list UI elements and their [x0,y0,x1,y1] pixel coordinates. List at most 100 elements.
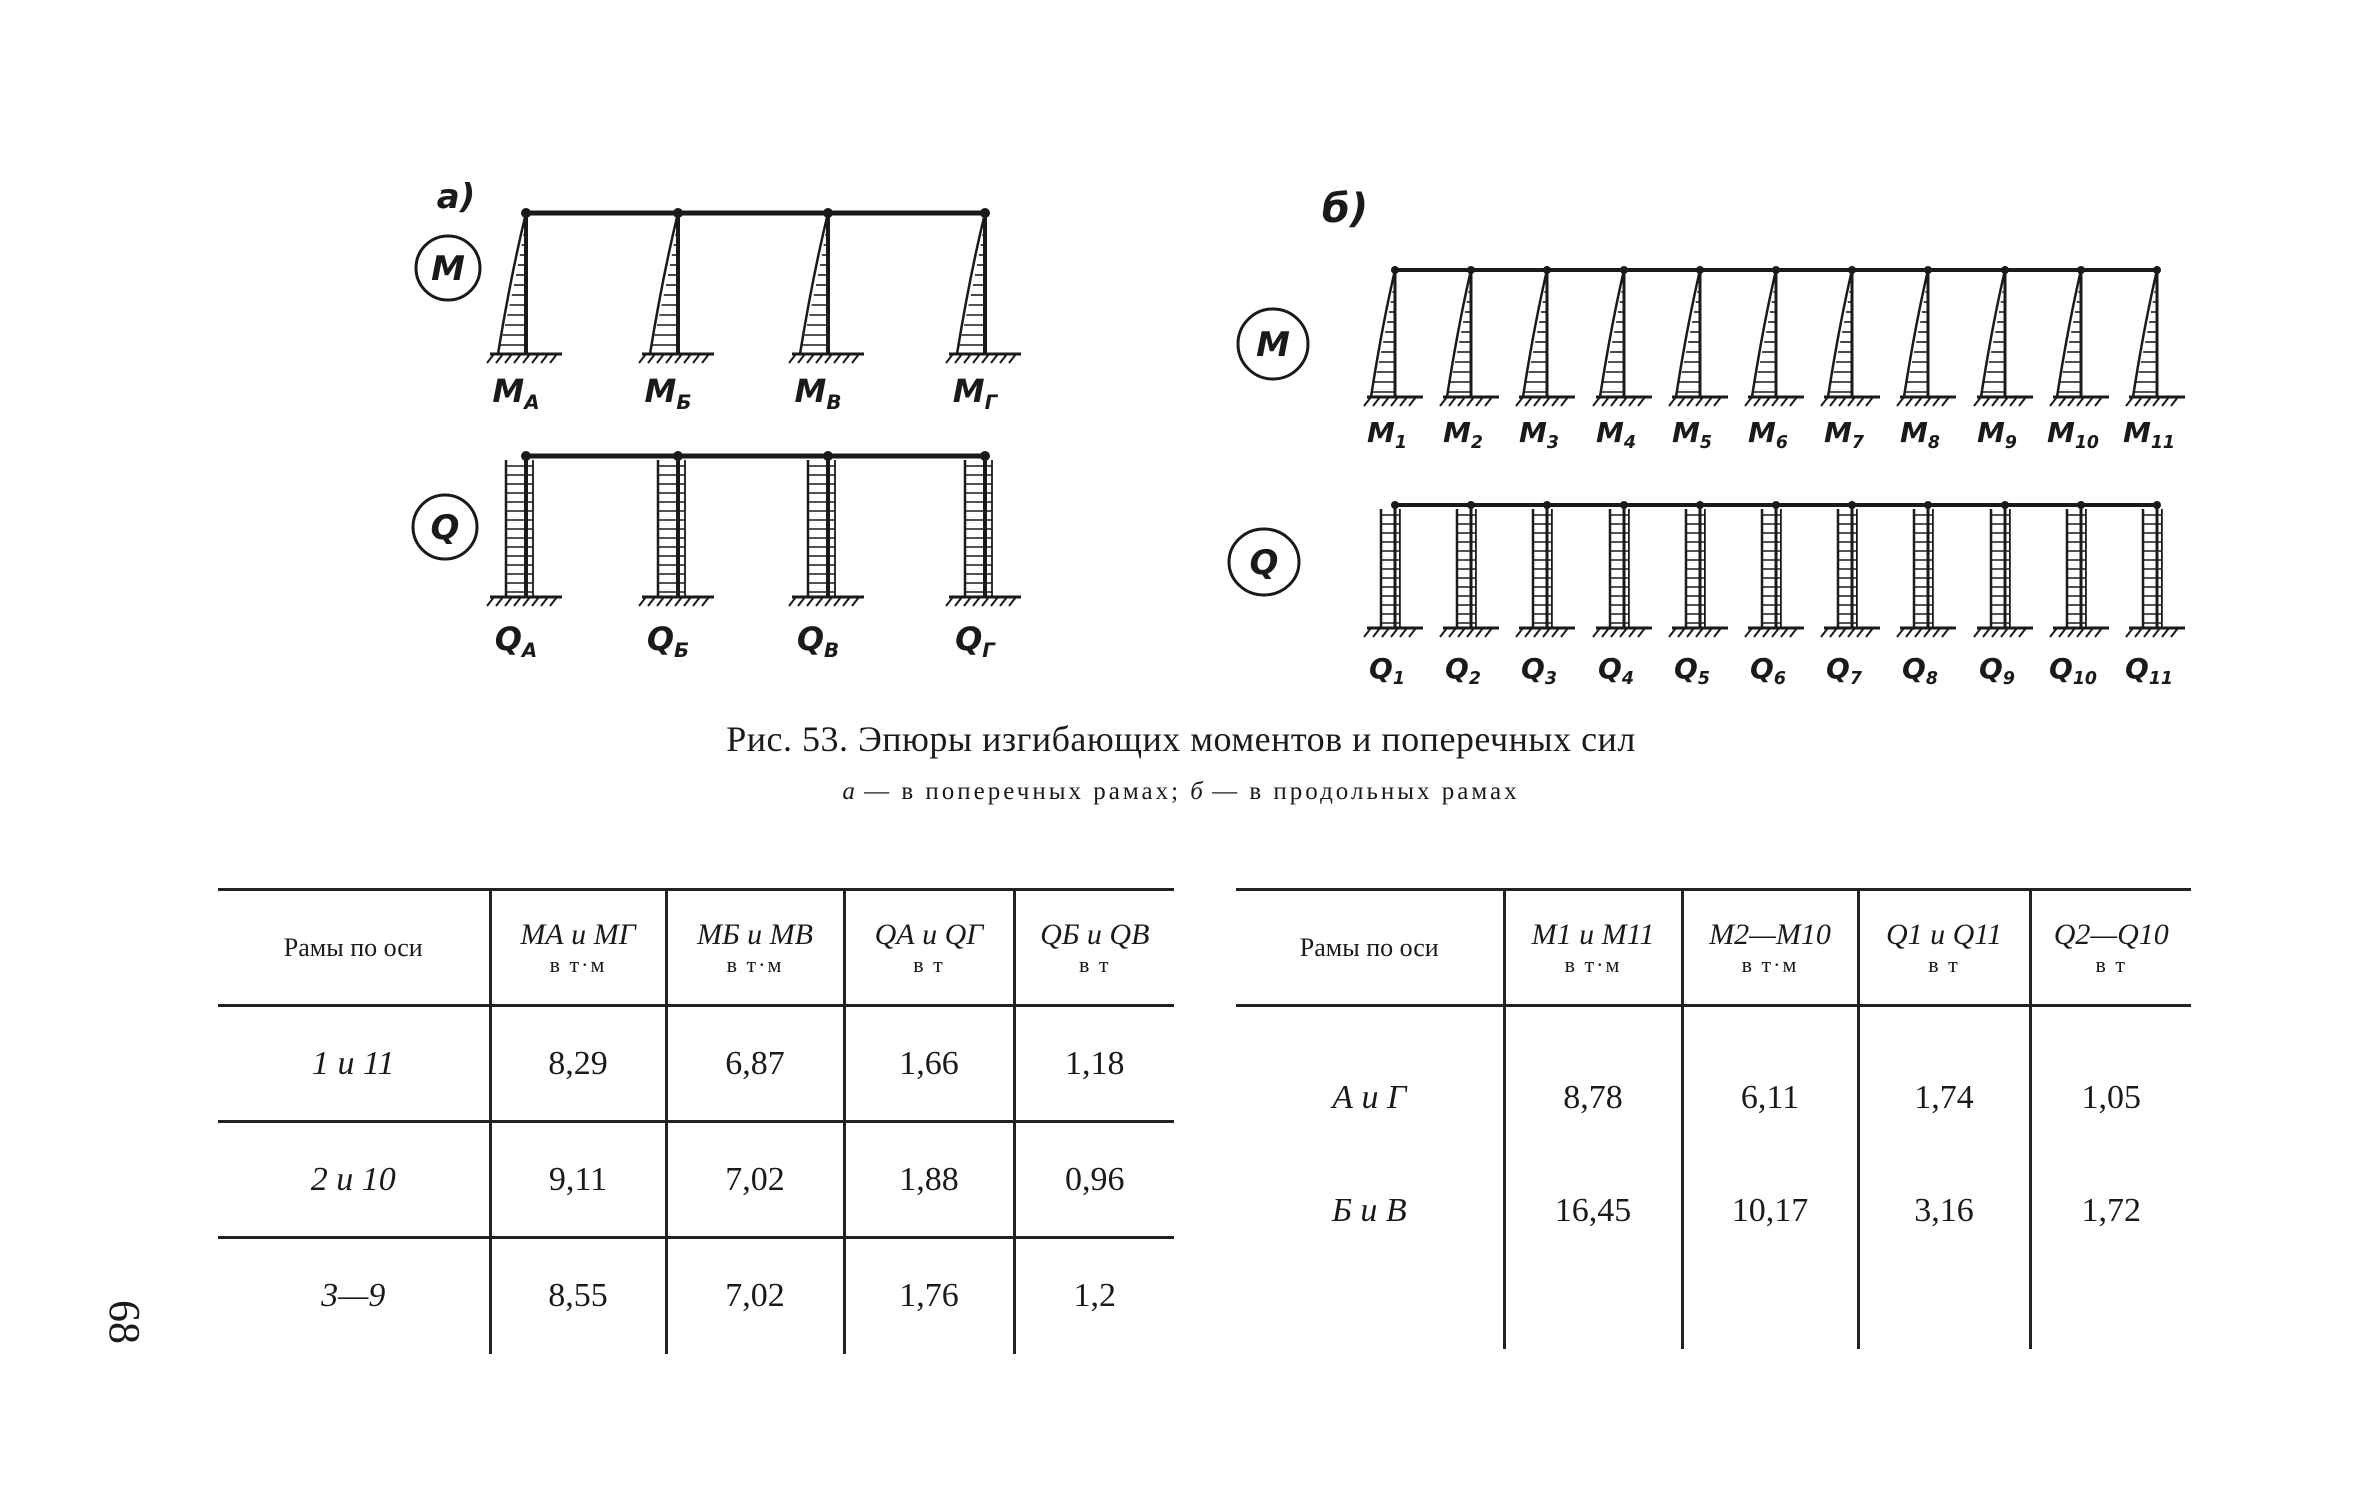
support-hatch [972,596,981,607]
table-cell: 1,2 [1012,1236,1174,1354]
support-hatch [504,353,513,364]
support-hatch [1982,627,1991,638]
support-hatch [683,353,692,364]
support-hatch [1686,396,1695,407]
moment-column-9: M9 [1973,266,2033,453]
shear-column-2: Q2 [1439,501,1499,689]
support-hatch [1923,627,1932,638]
support-hatch [1619,627,1628,638]
table-cell: 1,72 [2028,1160,2191,1261]
moment-column-2: M2 [1439,266,1499,453]
support-hatch [1686,627,1695,638]
joint-node [2001,501,2009,509]
panel-a-moment-badge-circle [414,234,482,302]
header-unit: в т [1928,951,1960,977]
support-hatch [1363,627,1372,638]
header-label: M1 и M11 [1531,917,1655,951]
support-hatch [1982,396,1991,407]
moment-column-1: M1 [1363,266,1423,453]
support-hatch [1896,627,1905,638]
support-hatch [1991,396,2000,407]
frame-label: M6 [1748,416,1788,453]
support-hatch [2018,627,2027,638]
support-hatch [954,353,963,364]
support-hatch [656,596,665,607]
shear-column-3: QВ [788,451,864,662]
support-hatch [1542,627,1551,638]
shear-column-3: Q3 [1515,501,1575,689]
support-hatch [1704,396,1713,407]
table-cell: 1,05 [2028,1035,2191,1161]
frame-label: M3 [1519,416,1559,453]
support-hatch [665,353,674,364]
table-cell: 8,29 [488,1005,666,1122]
support-hatch [1484,627,1493,638]
header-cell: Рамы по оси [218,888,490,1007]
support-hatch [1610,627,1619,638]
support-hatch [656,353,665,364]
frame-label: Q2 [1445,652,1481,689]
frame-label: MВ [795,372,842,414]
support-hatch [1372,627,1381,638]
support-hatch [1838,396,1847,407]
support-hatch [1923,396,1932,407]
page-number: 68 [100,1300,149,1344]
shear-column-1: QА [486,451,562,662]
shear-column-10: Q10 [2049,501,2109,689]
support-hatch [1551,627,1560,638]
support-hatch [2094,396,2103,407]
joint-node [1696,501,1704,509]
panel-b-label: б) [1322,186,1368,232]
header-label: Рамы по оси [283,932,423,962]
joint-node [521,451,531,461]
frame-label: Q10 [2049,652,2097,689]
support-hatch [1713,396,1722,407]
joint-node [1772,501,1780,509]
support-hatch [674,353,683,364]
support-hatch [1829,396,1838,407]
shear-column-9: Q9 [1973,501,2033,689]
support-hatch [2152,627,2161,638]
support-hatch [701,353,710,364]
support-hatch [2161,627,2170,638]
moment-column-2: MБ [638,208,714,414]
frame-label: Q4 [1598,652,1634,689]
support-hatch [833,596,842,607]
support-hatch [1820,396,1829,407]
table-row: 1 и 11 8,29 6,87 1,66 1,18 [218,1005,1174,1122]
support-hatch [833,353,842,364]
header-unit: в т·м [1564,951,1622,977]
support-hatch [2058,396,2067,407]
frame-label: Q9 [1979,652,2015,689]
support-hatch [2085,396,2094,407]
row-axis-label: 2 и 10 [218,1120,490,1238]
support-hatch [638,353,647,364]
support-hatch [692,353,701,364]
shear-column-8: Q8 [1896,501,1956,689]
support-hatch [2143,627,2152,638]
support-hatch [1780,396,1789,407]
support-hatch [999,353,1008,364]
support-hatch [1399,627,1408,638]
support-hatch [1695,627,1704,638]
support-hatch [1457,627,1466,638]
support-hatch [2152,396,2161,407]
caption-text-a: — в поперечных рамах; [854,778,1191,805]
support-hatch [815,353,824,364]
support-hatch [1439,627,1448,638]
caption-text-b: — в продольных рамах [1202,778,1520,805]
support-hatch [2170,627,2179,638]
support-hatch [683,596,692,607]
frame-label: M11 [2123,416,2175,453]
shear-column-2: QБ [638,451,714,662]
support-hatch [1628,627,1637,638]
support-hatch [2067,396,2076,407]
support-hatch [1551,396,1560,407]
support-hatch [1448,627,1457,638]
support-hatch [1601,627,1610,638]
support-hatch [1619,396,1628,407]
support-hatch [1592,396,1601,407]
joint-node [673,451,683,461]
